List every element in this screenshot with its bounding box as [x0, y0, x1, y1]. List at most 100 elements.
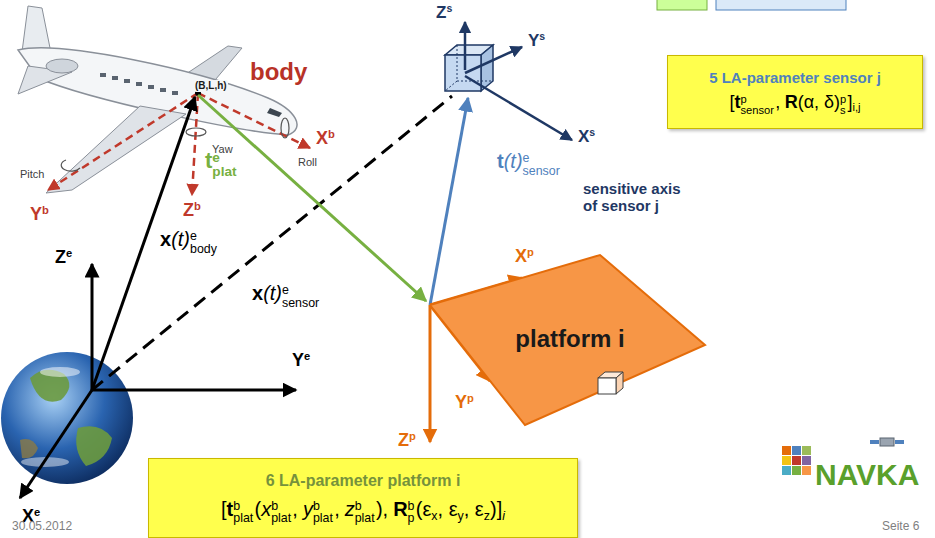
superscript: e	[282, 284, 319, 297]
label-group: Ye	[292, 350, 310, 371]
superscript: p	[467, 392, 474, 404]
index-stack: bplat	[355, 500, 375, 525]
label-group: t(t)esensor	[497, 150, 561, 177]
superscript: s	[446, 2, 452, 14]
subscript: plat	[271, 512, 291, 525]
top-cut-boxes	[657, 0, 846, 10]
subscript: sensor	[282, 297, 319, 310]
superscript: b	[313, 500, 333, 513]
box-heading: 6 LA-parameter platform i	[266, 472, 461, 489]
sensor-cube	[481, 45, 493, 91]
subscript: p	[408, 512, 415, 525]
formula-part: y	[303, 498, 313, 520]
earth-axes	[92, 389, 296, 392]
axis-label: Y	[528, 31, 539, 50]
index-stack: bp	[408, 500, 415, 525]
label-group: x(t)esensor	[252, 282, 320, 309]
subscript: plat	[313, 512, 333, 525]
superscript: p	[741, 94, 775, 105]
earth-axes	[20, 96, 452, 498]
parameter-box: 6 LA-parameter platform i[tbplat(xbplat,…	[148, 458, 578, 538]
project-logo	[802, 466, 811, 475]
subscript: plat	[233, 512, 253, 525]
sensor-cube	[445, 55, 481, 91]
label-group: 30.05.2012	[12, 520, 72, 534]
superscript: b	[328, 128, 335, 140]
body-axes	[192, 93, 198, 195]
earth-axes	[92, 96, 452, 390]
formula-part: R	[785, 92, 798, 112]
frame-name: body	[250, 58, 307, 85]
top-cut-boxes	[657, 0, 707, 10]
superscript: e	[304, 350, 310, 362]
formula-line: [tbplat(xbplat,ybplat,zbplat),Rbp(εx, εy…	[221, 494, 505, 525]
project-logo	[870, 440, 879, 444]
airplane	[172, 91, 178, 95]
airplane	[100, 73, 178, 95]
lever-arm-vectors	[198, 95, 468, 305]
subscript: body	[190, 243, 217, 256]
subscript: s	[840, 105, 846, 116]
index-stack: psensor	[741, 94, 775, 117]
label-group: (B,L,h)	[194, 80, 228, 92]
box-heading-line: 5 LA-parameter sensor j	[709, 68, 881, 88]
project-logo	[792, 446, 801, 455]
superscript: s	[539, 30, 545, 42]
axis-label: Y	[292, 350, 304, 370]
vector-label: t	[205, 148, 212, 173]
formula-line: [tpsensor,R(α, δ)ps]i,j	[730, 89, 861, 117]
box-heading-line: 6 LA-parameter platform i	[266, 471, 461, 492]
formula-part: (	[254, 498, 261, 520]
label-group: Zb	[183, 200, 201, 221]
index-stack: bplat	[233, 500, 253, 525]
index-stack: bplat	[313, 500, 333, 525]
platform-plate	[430, 255, 705, 425]
formula-part: R	[393, 498, 407, 520]
earth-axes	[20, 390, 92, 498]
axis-label: Y	[455, 392, 467, 412]
sensor-cube	[457, 45, 458, 81]
project-logo	[802, 456, 811, 465]
axis-label: Z	[183, 200, 194, 220]
superscript: e	[66, 247, 72, 259]
superscript: s	[589, 126, 595, 138]
index-stack: eplat	[212, 151, 236, 179]
sensor-cube	[464, 22, 467, 70]
label-group: NAVKA	[815, 458, 919, 493]
label-group: x(t)ebody	[160, 228, 218, 255]
subscript: y	[458, 508, 464, 522]
airplane	[18, 6, 297, 193]
subscript: plat	[212, 165, 236, 179]
lever-arm-vectors	[198, 95, 426, 301]
body-axes	[48, 93, 198, 190]
body-axes	[281, 118, 289, 138]
formula-part: , ε	[464, 498, 484, 520]
label-group: Zp	[398, 430, 416, 451]
superscript: b	[408, 500, 415, 513]
axis-label: Z	[55, 247, 66, 267]
airplane	[100, 73, 106, 77]
parameter-box: 5 LA-parameter sensor j[tpsensor,R(α, δ)…	[667, 55, 923, 129]
label-group: Zs	[436, 2, 452, 22]
subscript: sensor	[523, 165, 560, 178]
project-logo	[782, 456, 791, 465]
label-group: Xb	[316, 128, 335, 149]
vector-label: (t)	[263, 282, 282, 304]
rotation-label: Pitch	[20, 168, 44, 180]
subscript: i	[502, 508, 505, 522]
axis-label: X	[578, 127, 589, 146]
airplane	[112, 76, 118, 80]
index-stack: esensor	[282, 284, 319, 309]
label-group: Yp	[455, 392, 474, 413]
vector-label: (t)	[504, 150, 523, 172]
formula-part: z	[345, 498, 355, 520]
superscript: e	[190, 230, 217, 243]
axis-label: X	[515, 246, 527, 266]
axis-label: Z	[398, 430, 409, 450]
formula-part: , ε	[438, 498, 458, 520]
label-group: sensitive axis of sensor j	[583, 180, 691, 215]
superscript: e	[212, 151, 236, 165]
subscript: sensor	[741, 105, 775, 116]
earth-axes	[91, 264, 94, 390]
superscript: b	[271, 500, 291, 513]
